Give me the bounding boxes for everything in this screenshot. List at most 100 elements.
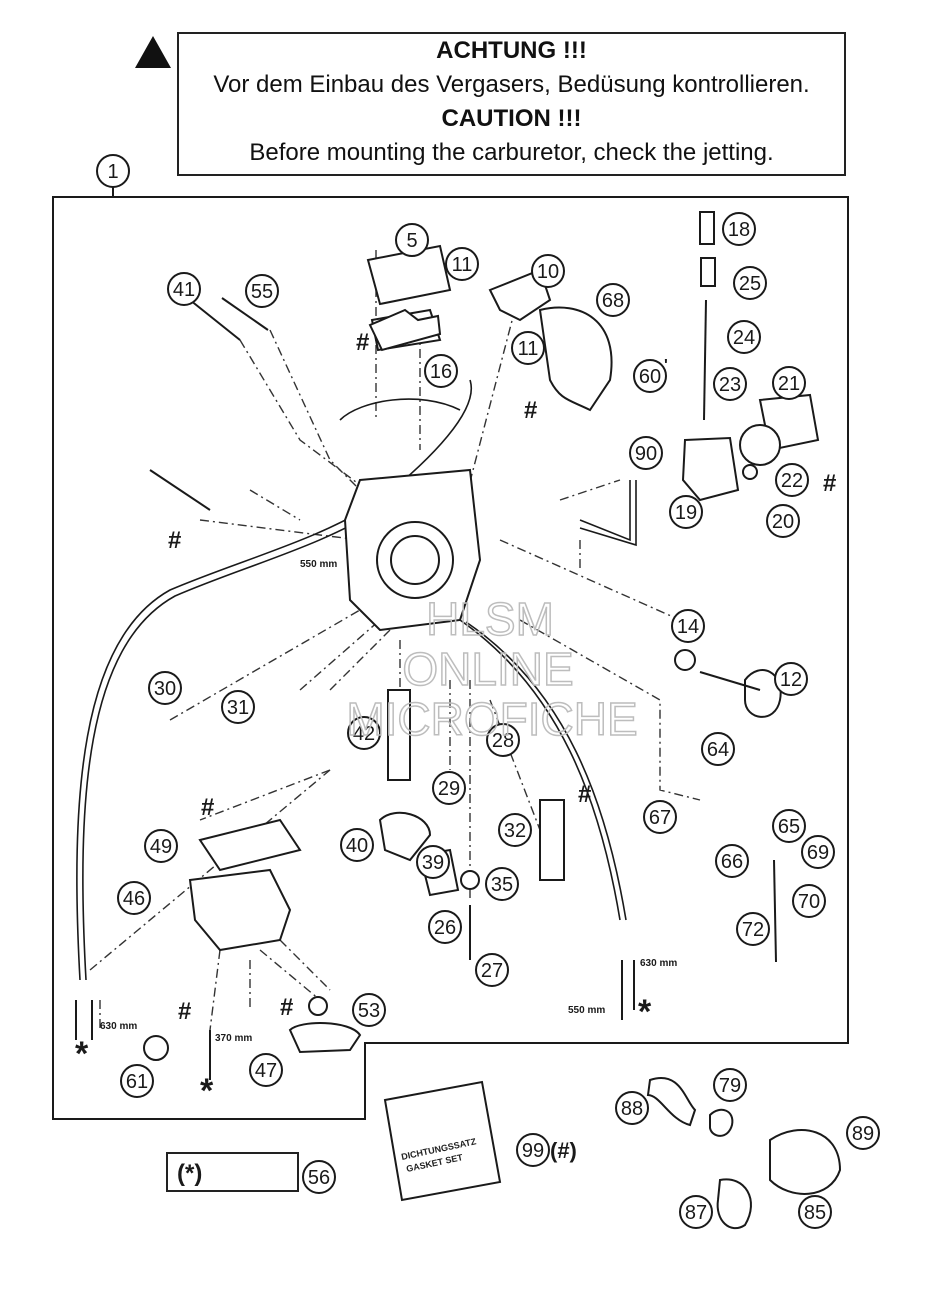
callout-number: 89 [852,1123,874,1145]
callout-14: 14 [671,609,705,643]
callout-number: 49 [150,836,172,858]
callout-22: 22 [775,463,809,497]
callout-number: 47 [255,1060,277,1082]
callout-number: 35 [491,874,513,896]
hot-start-85 [769,1129,842,1195]
gasket-upper [368,308,442,352]
star-paren-mark: (*) [177,1160,202,1187]
callout-number: 19 [675,502,697,524]
accelerator-pump [288,1022,362,1054]
callout-5: 5 [395,223,429,257]
callout-number: 68 [602,290,624,312]
callout-number: 65 [778,816,800,838]
hash-paren-mark: (#) [550,1138,577,1163]
star-mark: * [638,993,652,1031]
callout-53: 53 [352,993,386,1027]
callout-90: 90 [629,436,663,470]
callout-number: 40 [346,835,368,857]
callout-20: 20 [766,504,800,538]
callout-40: 40 [340,828,374,862]
callout-number: 11 [452,254,473,276]
callout-21: 21 [772,366,806,400]
callout-35: 35 [485,867,519,901]
callout-10: 10 [531,254,565,288]
callout-number: 61 [126,1071,148,1093]
o-ring-87 [716,1178,752,1230]
callout-42: 42 [347,716,381,750]
callout-number: 16 [430,361,452,383]
callout-68: 68 [596,283,630,317]
callout-25: 25 [733,266,767,300]
clamp-79 [709,1108,734,1137]
prime-mark: ' [664,357,668,374]
callout-32: 32 [498,813,532,847]
caution-title-en: CAUTION !!! [441,105,582,132]
hash-mark: # [201,794,214,821]
callout-number: 28 [492,730,514,752]
callout-23: 23 [713,367,747,401]
callout-26: 26 [428,910,462,944]
hash-mark: # [578,781,591,808]
callout-number: 14 [677,616,699,638]
watermark-line-1: HLSM [426,593,554,645]
callout-number: 85 [804,1202,826,1224]
callout-number: 99 [522,1140,544,1162]
callout-16: 16 [424,354,458,388]
dimension-550-b: 550 mm [568,1005,605,1016]
callout-99: 99 [516,1133,550,1167]
callout-number: 30 [154,678,176,700]
callout-number: 32 [504,820,526,842]
callout-number: 1 [107,161,118,183]
callout-28: 28 [486,723,520,757]
callout-number: 26 [434,917,456,939]
callout-69: 69 [801,835,835,869]
callout-number: 23 [719,374,741,396]
warning-triangle-icon [135,36,171,68]
callout-number: 72 [742,919,764,941]
callout-87: 87 [679,1195,713,1229]
callout-number: 27 [481,960,503,982]
callout-number: 69 [807,842,829,864]
callout-number: 25 [739,273,761,295]
callout-number: 66 [721,851,743,873]
callout-11: 11 [445,247,479,281]
callout-88: 88 [615,1091,649,1125]
callout-18: 18 [722,212,756,246]
callout-39: 39 [416,845,450,879]
throttle-valve-19 [681,436,740,502]
caution-box: ACHTUNG !!! Vor dem Einbau des Vergasers… [177,32,846,176]
callout-31: 31 [221,690,255,724]
float-bowl [188,868,292,952]
dimension-630-b: 630 mm [640,958,677,969]
callout-55: 55 [245,274,279,308]
callout-12: 12 [774,662,808,696]
callout-85: 85 [798,1195,832,1229]
callout-number: 29 [438,778,460,800]
callout-72: 72 [736,912,770,946]
callout-79: 79 [713,1068,747,1102]
callout-60: 60 [633,359,667,393]
callout-number: 42 [353,723,375,745]
callout-number: 55 [251,281,273,303]
callout-70: 70 [792,884,826,918]
callout-number: 87 [685,1202,707,1224]
hash-mark: # [524,397,537,424]
callout-number: 67 [649,807,671,829]
assembly-frame [52,196,849,1120]
callout-47: 47 [249,1053,283,1087]
hash-mark: # [178,998,191,1025]
intake-elbow-88 [646,1077,697,1127]
callout-41: 41 [167,272,201,306]
callout-49: 49 [144,829,178,863]
watermark-line-3: MICROFICHE [346,693,637,745]
hash-mark: # [168,527,181,554]
callout-number: 90 [635,443,657,465]
callout-30: 30 [148,671,182,705]
callout-number: 21 [778,373,800,395]
throttle-cover [538,306,613,412]
callout-number: 41 [173,279,195,301]
dimension-370: 370 mm [215,1033,252,1044]
gasket-set-99 [383,1080,502,1202]
